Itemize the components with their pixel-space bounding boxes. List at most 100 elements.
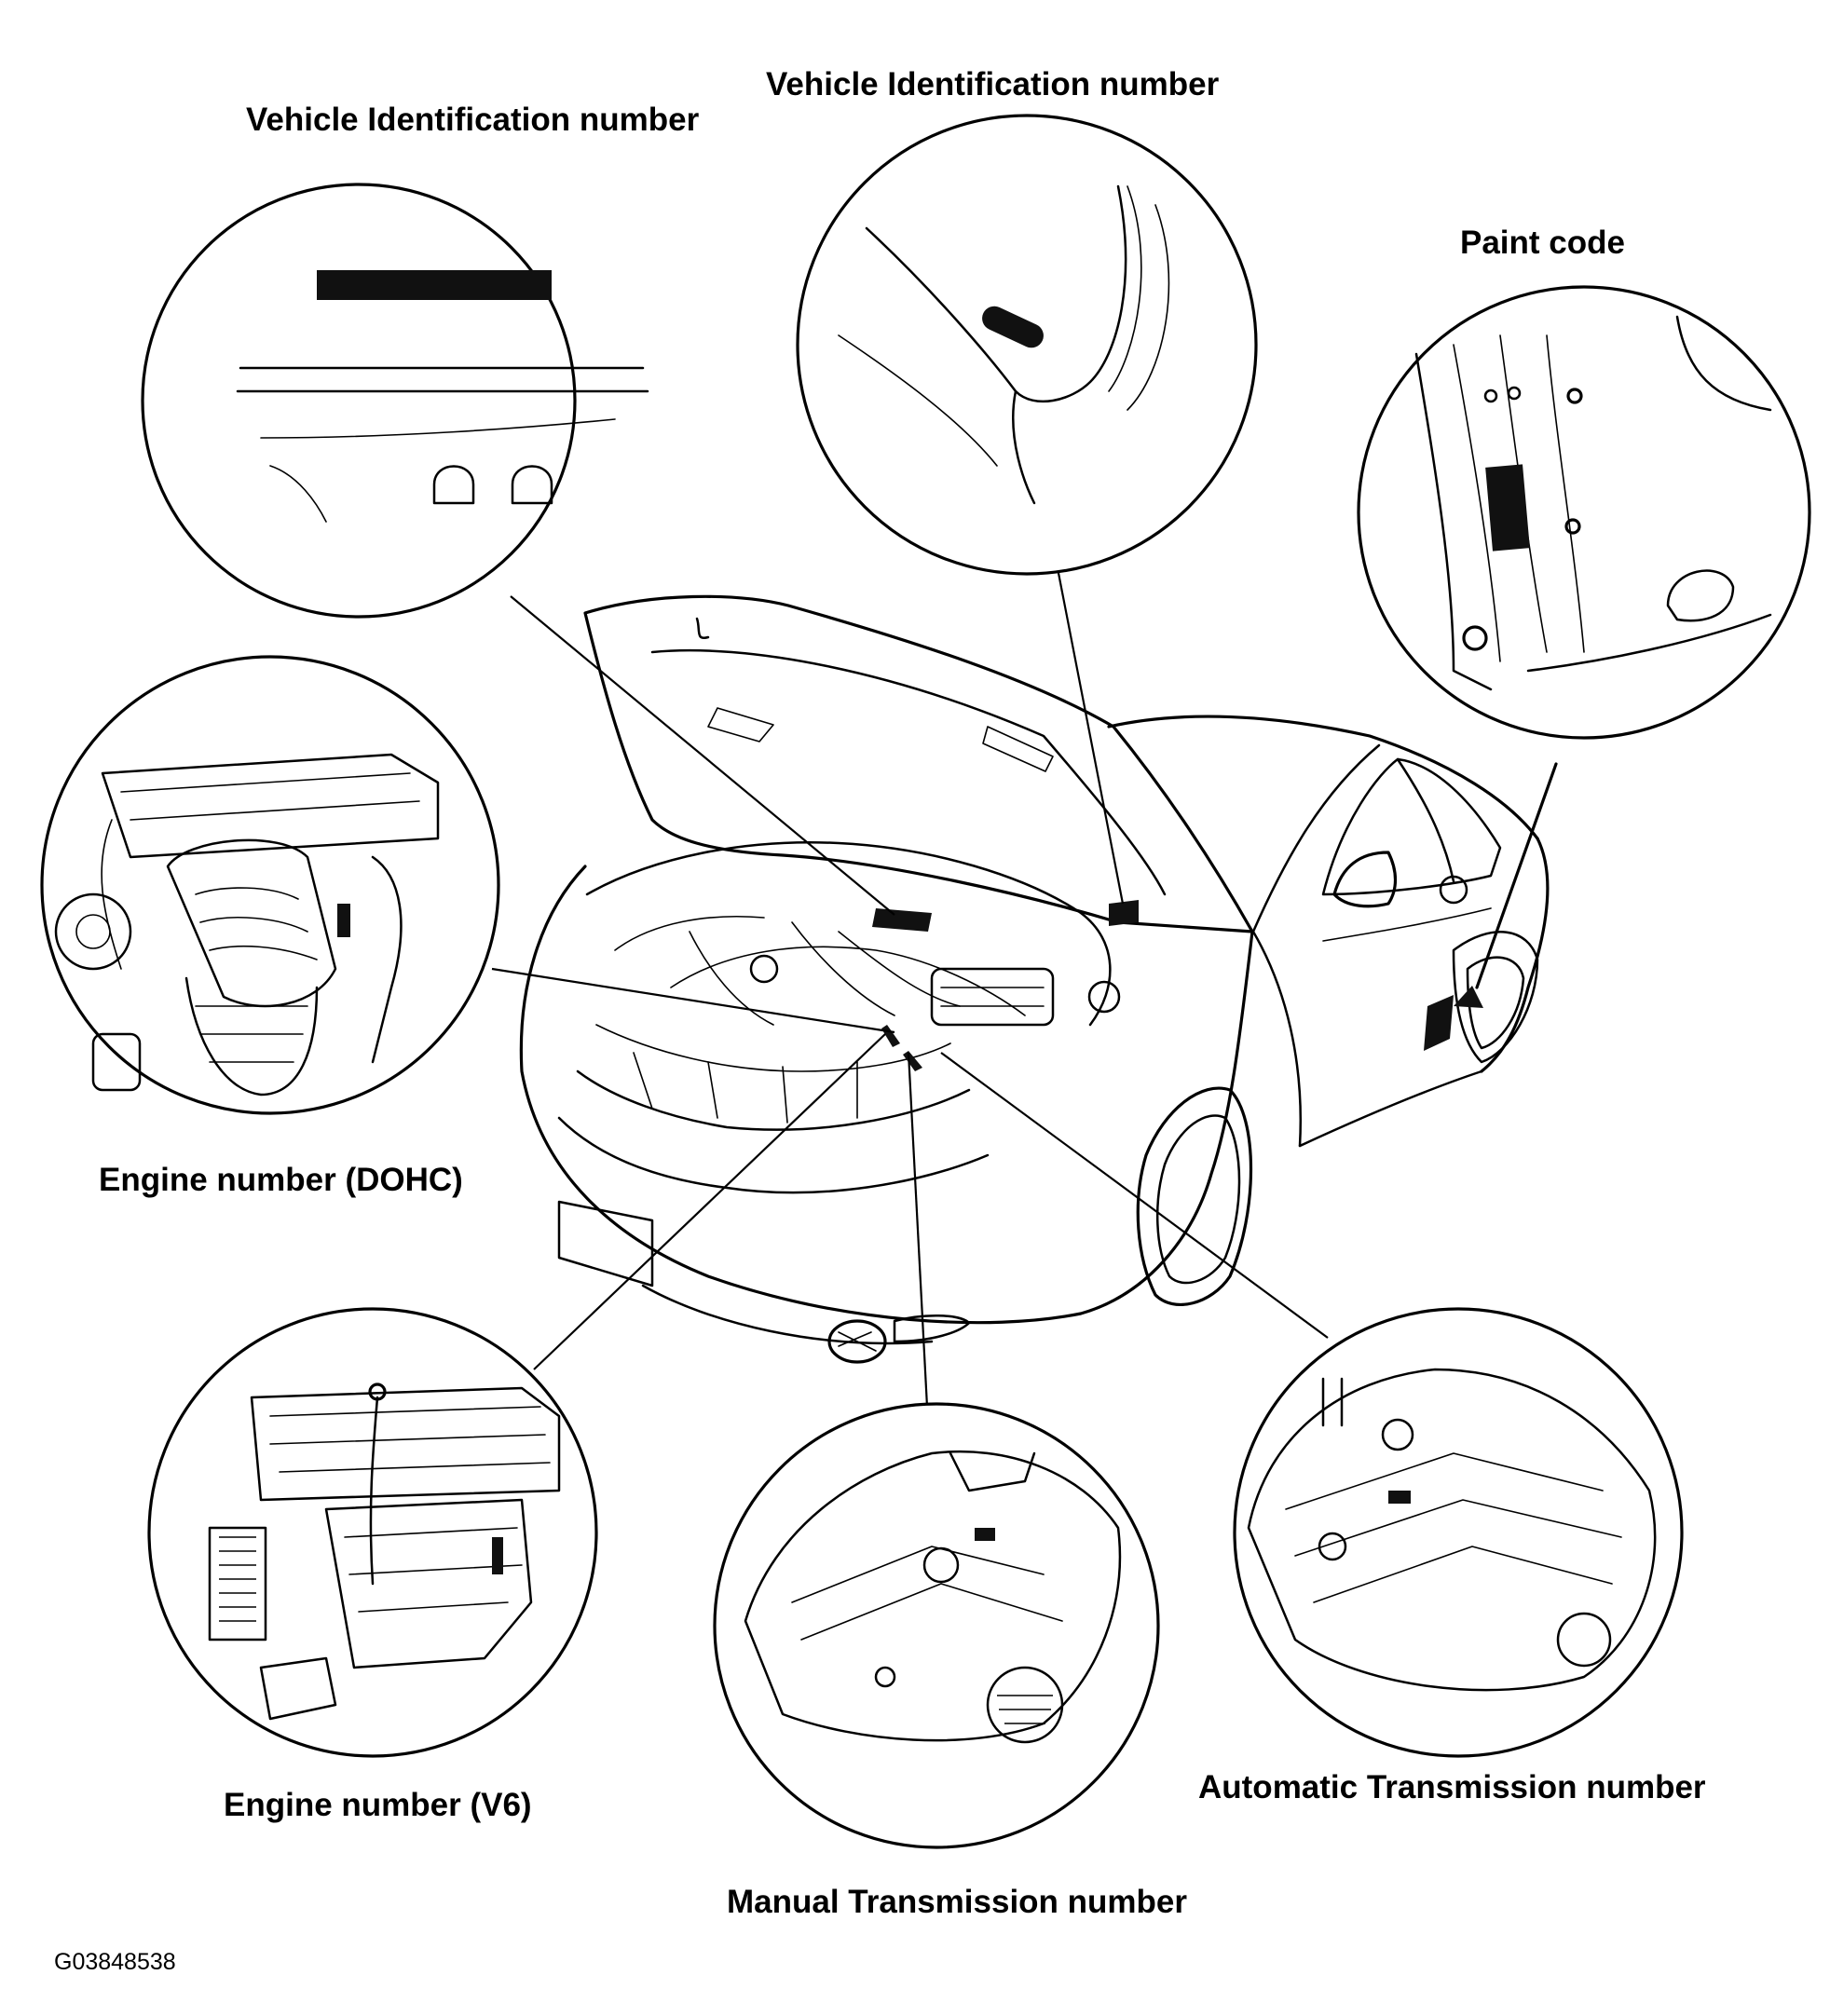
door-sticker	[1424, 995, 1454, 1051]
fuel-door	[1439, 875, 1468, 905]
rocker-line	[1298, 1069, 1483, 1148]
leader-vin-right	[1056, 567, 1125, 905]
detail-engine-dohc	[40, 655, 500, 1115]
jamb-hole-1	[1483, 388, 1498, 403]
jamb-bottom	[1526, 613, 1772, 673]
jamb-pocket	[1666, 569, 1735, 622]
side-mirror	[1332, 851, 1398, 908]
grille-bottom	[557, 1116, 990, 1194]
auto-trans-number-stamp	[1388, 1491, 1411, 1504]
v6-intake-plenum	[250, 1386, 561, 1502]
v6-ac-compressor	[259, 1656, 337, 1721]
oil-filter	[91, 1032, 142, 1092]
trans-stamp-1	[903, 1051, 922, 1071]
label-vin-right: Vehicle Identification number	[766, 66, 1220, 102]
detail-circle-engine-v6	[147, 1307, 598, 1758]
detail-circle-manual-transmission	[713, 1402, 1160, 1849]
v6-exhaust-shield	[324, 1498, 533, 1669]
battery	[930, 967, 1055, 1027]
pillar-outline	[865, 184, 1127, 403]
auto-trans-dipstick	[1321, 1377, 1344, 1427]
strut-tower	[1087, 980, 1121, 1014]
engine-number-stamp-v6	[492, 1537, 503, 1574]
alternator	[54, 892, 132, 971]
dipstick-tube	[101, 819, 122, 970]
manual-trans-diff-ribs	[997, 1695, 1053, 1724]
intake-runners	[689, 921, 961, 1026]
side-window	[1321, 757, 1502, 896]
grille-top	[576, 1069, 971, 1131]
jamb-hole-3	[1566, 388, 1583, 404]
paint-code-arrowhead	[1454, 986, 1483, 1008]
radiator-support	[595, 1024, 951, 1072]
hood-vent-left	[707, 707, 774, 742]
v6-dipstick-handle	[368, 1383, 387, 1401]
label-automatic-transmission: Automatic Transmission number	[1198, 1769, 1706, 1805]
auto-trans-output	[1556, 1612, 1612, 1668]
paint-code-sticker	[1485, 464, 1530, 552]
leader-vin-left	[510, 595, 895, 916]
manual-trans-mount	[949, 1451, 1036, 1492]
battery-detail	[940, 987, 1045, 1007]
pillar-inner-2	[1127, 204, 1170, 411]
pillar-base	[1012, 389, 1036, 505]
license-plate	[557, 1200, 654, 1287]
manifold-shield-ribs	[195, 887, 318, 960]
detail-vin-left	[141, 183, 649, 619]
v6-alternator-fins	[219, 1536, 256, 1622]
head-ribs	[120, 772, 420, 821]
hood-outer	[583, 594, 1254, 933]
hood-inner-line	[650, 648, 1167, 896]
catalytic-converter	[184, 976, 319, 1097]
front-wheel-inner	[1155, 1114, 1241, 1285]
oil-cap	[749, 954, 779, 984]
auto-trans-boss-2	[1318, 1532, 1347, 1561]
manual-trans-boss	[922, 1546, 960, 1584]
detail-paint-code	[1357, 285, 1811, 740]
fog-light-detail	[838, 1331, 877, 1352]
v6-dipstick	[369, 1396, 379, 1586]
engine-number-stamp-dohc	[337, 904, 350, 937]
cowl-curve	[260, 418, 616, 439]
detail-circle-paint-code	[1357, 285, 1811, 740]
radiator-hose	[371, 855, 403, 1064]
front-wheel	[1136, 1086, 1252, 1306]
roof-line	[1107, 715, 1539, 840]
cowl-hole-left	[432, 465, 475, 505]
manual-trans-case	[744, 1450, 1122, 1742]
vin-sticker-black	[982, 306, 1044, 348]
v6-plenum-ribs	[269, 1406, 551, 1473]
bumper-lip	[641, 1284, 934, 1345]
hood-latch	[695, 617, 710, 640]
front-body-outline	[519, 865, 1254, 1325]
radiator-fins	[633, 1052, 858, 1124]
label-manual-transmission: Manual Transmission number	[727, 1884, 1187, 1920]
fog-light	[827, 1319, 887, 1364]
auto-trans-case	[1247, 1368, 1657, 1692]
auto-trans-boss-1	[1381, 1418, 1414, 1451]
jamb-corner	[1675, 315, 1772, 412]
leader-engine-dohc	[491, 967, 895, 1034]
jamb-hole-4	[1564, 518, 1581, 535]
auto-trans-ribs	[1285, 1452, 1622, 1603]
detail-circle-automatic-transmission	[1233, 1307, 1684, 1758]
door-jamb-edge	[1414, 352, 1493, 691]
jamb-bolt	[1462, 625, 1488, 651]
cylinder-head	[101, 753, 440, 859]
detail-manual-transmission	[713, 1402, 1160, 1849]
hood-vent-right	[982, 726, 1054, 772]
cowl-hole-right	[511, 465, 553, 505]
paint-code-arrow	[1475, 762, 1558, 989]
leader-lines	[491, 567, 1329, 1408]
label-engine-v6: Engine number (V6)	[224, 1787, 532, 1823]
leader-manual-trans	[907, 1052, 929, 1408]
engine-bay-rim	[585, 841, 1112, 1027]
engine-bay-hoses	[614, 915, 1026, 1016]
detail-circle-vin-left	[141, 183, 577, 619]
pillar-inner	[1108, 185, 1142, 392]
vin-plate-black	[317, 270, 552, 300]
converter-ribs	[195, 1005, 308, 1063]
detail-circle-engine-dohc	[40, 655, 500, 1115]
detail-engine-v6	[147, 1307, 598, 1758]
